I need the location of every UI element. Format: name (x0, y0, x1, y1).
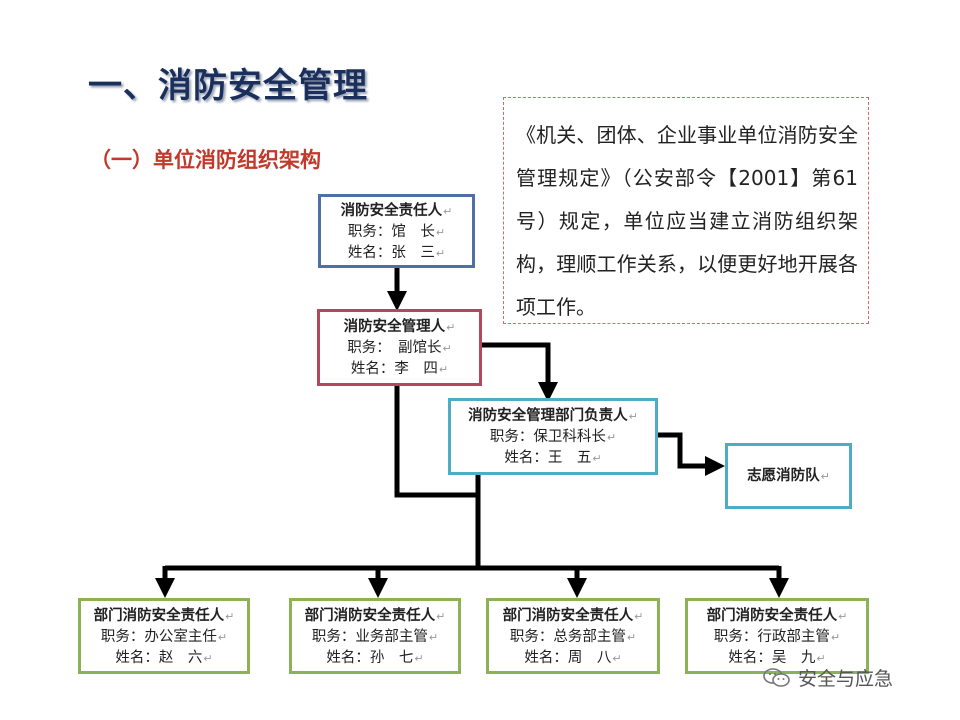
org-box-dept-4: 部门消防安全责任人↵ 职务：行政部主管↵ 姓名：吴 九↵ (685, 598, 869, 674)
paragraph-mark: ↵ (626, 631, 637, 644)
dept-3-person: 姓名：周 八 (524, 650, 612, 666)
dept-head-name: 消防安全管理部门负责人 (468, 408, 628, 424)
paragraph-mark: ↵ (225, 610, 235, 623)
paragraph-mark: ↵ (606, 431, 617, 444)
dept-4-name: 部门消防安全责任人 (706, 608, 838, 624)
section-subtitle: （一）单位消防组织架构 (90, 148, 321, 172)
dept-4-person: 姓名：吴 九 (728, 650, 816, 666)
regulation-note: 《机关、团体、企业事业单位消防安全管理规定》（公安部令【2001】第61号）规定… (503, 97, 869, 324)
regulation-note-text: 《机关、团体、企业事业单位消防安全管理规定》（公安部令【2001】第61号）规定… (516, 123, 858, 319)
manager-name: 消防安全管理人 (343, 319, 446, 335)
paragraph-mark: ↵ (203, 652, 213, 665)
paragraph-mark: ↵ (217, 631, 228, 644)
org-box-dept-1: 部门消防安全责任人↵ 职务：办公室主任↵ 姓名：赵 六↵ (78, 598, 250, 674)
org-box-manager: 消防安全管理人↵ 职务： 副馆长↵ 姓名：李 四↵ (317, 309, 482, 386)
responsible-position: 职务：馆 长 (347, 224, 435, 240)
wechat-watermark: 安全与应急 (762, 664, 893, 691)
org-box-dept-3: 部门消防安全责任人↵ 职务：总务部主管↵ 姓名：周 八↵ (486, 598, 660, 674)
responsible-name: 消防安全责任人 (340, 203, 443, 219)
manager-position: 职务： 副馆长 (347, 340, 442, 356)
dept-1-person: 姓名：赵 六 (115, 650, 203, 666)
paragraph-mark: ↵ (438, 363, 449, 376)
volunteer-name: 志愿消防队 (747, 468, 820, 484)
dept-4-position: 职务：行政部主管 (713, 629, 830, 645)
connector-manager-to-bus (394, 386, 478, 498)
org-box-dept-2: 部门消防安全责任人↵ 职务：业务部主管↵ 姓名：孙 七↵ (289, 598, 461, 674)
dept-head-position: 职务：保卫科科长 (489, 429, 606, 445)
paragraph-mark: ↵ (428, 631, 439, 644)
paragraph-mark: ↵ (443, 205, 453, 218)
watermark-text: 安全与应急 (798, 668, 894, 690)
paragraph-mark: ↵ (634, 610, 644, 623)
paragraph-mark: ↵ (830, 631, 841, 644)
connector-manager-to-dept-head (482, 342, 558, 402)
org-box-responsible: 消防安全责任人↵ 职务：馆 长↵ 姓名：张 三↵ (318, 194, 475, 268)
dept-2-person: 姓名：孙 七 (326, 650, 414, 666)
dept-1-position: 职务：办公室主任 (100, 629, 217, 645)
page-title: 一、消防安全管理 (88, 66, 368, 106)
paragraph-mark: ↵ (592, 452, 602, 465)
paragraph-mark: ↵ (435, 247, 446, 260)
responsible-person: 姓名：张 三 (347, 245, 435, 261)
paragraph-mark: ↵ (816, 652, 826, 665)
manager-person: 姓名：李 四 (350, 361, 438, 377)
dept-2-position: 职务：业务部主管 (311, 629, 428, 645)
paragraph-mark: ↵ (435, 226, 446, 239)
connector-dept-head-to-volunteer (658, 432, 725, 476)
dept-3-position: 职务：总务部主管 (509, 629, 626, 645)
org-box-dept-head: 消防安全管理部门负责人↵ 职务：保卫科科长↵ 姓名：王 五↵ (448, 398, 658, 475)
paragraph-mark: ↵ (628, 410, 638, 423)
paragraph-mark: ↵ (442, 342, 452, 355)
org-box-volunteer: 志愿消防队↵ (725, 443, 852, 509)
paragraph-mark: ↵ (446, 321, 456, 334)
dept-2-name: 部门消防安全责任人 (304, 608, 436, 624)
wechat-icon (763, 667, 790, 687)
paragraph-mark: ↵ (838, 610, 848, 623)
paragraph-mark: ↵ (612, 652, 622, 665)
paragraph-mark: ↵ (436, 610, 446, 623)
dept-3-name: 部门消防安全责任人 (502, 608, 634, 624)
paragraph-mark: ↵ (820, 470, 830, 483)
dept-head-person: 姓名：王 五 (504, 450, 592, 466)
paragraph-mark: ↵ (414, 652, 424, 665)
dept-1-name: 部门消防安全责任人 (93, 608, 225, 624)
